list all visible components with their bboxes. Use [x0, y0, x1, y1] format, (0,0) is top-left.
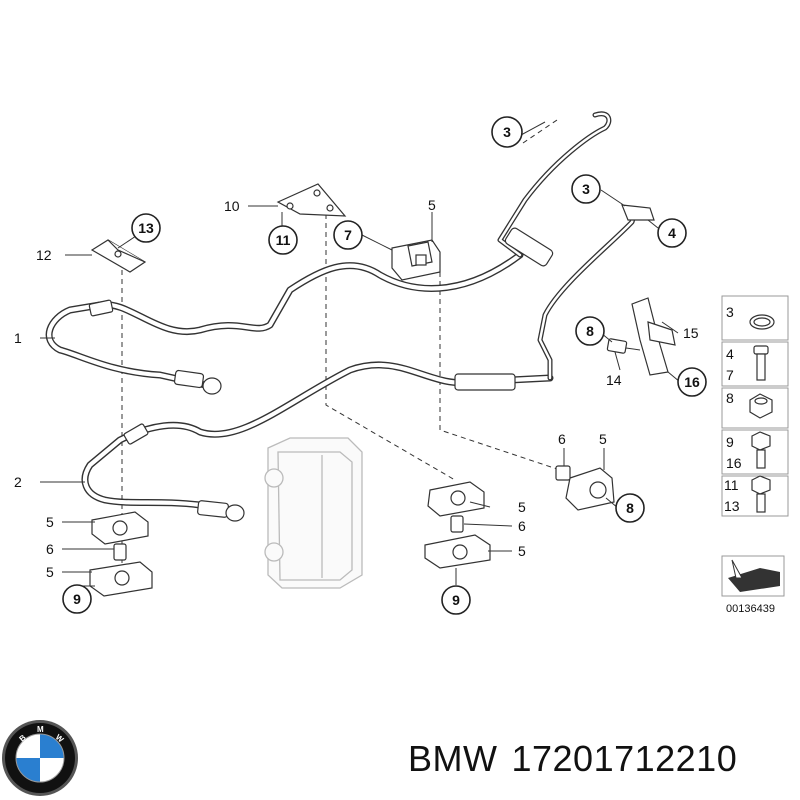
- callout-5-top: 5: [428, 197, 436, 213]
- callout-6-left: 6: [46, 541, 54, 557]
- svg-text:3: 3: [503, 124, 511, 140]
- callout-7: 7: [333, 220, 363, 250]
- diagram-code: 00136439: [726, 603, 775, 615]
- callout-3-mid: 3: [571, 174, 601, 204]
- callout-4: 4: [657, 218, 687, 248]
- svg-text:13: 13: [138, 220, 154, 236]
- callout-5-center-b: 5: [518, 543, 526, 559]
- callout-5-left-a: 5: [46, 514, 54, 530]
- hex-bolt-icon: [751, 475, 771, 513]
- text-callouts: 1 2 10 12 5 15 14 6 5 5 6 5 5 6 5: [14, 197, 699, 580]
- bolt-icon: [753, 345, 769, 381]
- clip-top: [391, 239, 441, 281]
- part-number: 17201712210: [511, 738, 738, 779]
- callout-12: 12: [36, 247, 52, 263]
- callout-16: 16: [677, 367, 707, 397]
- callout-3-top: 3: [491, 116, 523, 148]
- brand-part-number: BMW 17201712210: [408, 738, 751, 780]
- callout-15: 15: [683, 325, 699, 341]
- callout-9-left: 9: [62, 584, 92, 614]
- legend-label-8: 8: [726, 390, 734, 406]
- brand-name: BMW: [408, 738, 498, 779]
- legend-label-11: 11: [724, 477, 739, 493]
- legend-label-16: 16: [726, 455, 742, 471]
- callout-5-left-b: 5: [46, 564, 54, 580]
- parts-legend: 3 4 7 8 9 16 11 13: [721, 295, 789, 517]
- callout-1: 1: [14, 330, 22, 346]
- callout-6-center: 6: [518, 518, 526, 534]
- svg-text:B: B: [18, 733, 28, 744]
- hose-1: [45, 251, 524, 395]
- legend-label-9: 9: [726, 434, 734, 450]
- svg-text:3: 3: [582, 181, 590, 197]
- callout-2: 2: [14, 474, 22, 490]
- callout-8-upper: 8: [575, 316, 605, 346]
- legend-label-7: 7: [726, 367, 734, 383]
- callout-9-center: 9: [441, 585, 471, 615]
- pipe-3: [497, 111, 655, 381]
- clip-right: [555, 465, 615, 511]
- bracket-15: [606, 297, 676, 376]
- svg-text:9: 9: [73, 591, 81, 607]
- legend-label-13: 13: [724, 498, 740, 514]
- diagram-reference: 00136439: [721, 555, 785, 615]
- svg-text:7: 7: [344, 227, 352, 243]
- bmw-logo: B M W: [2, 720, 78, 796]
- svg-text:11: 11: [276, 232, 291, 248]
- callout-5-right: 5: [599, 431, 607, 447]
- svg-text:16: 16: [684, 374, 700, 390]
- circled-callouts: 13 11 7 3 3 4 8 16 8 9 9: [62, 116, 707, 615]
- callout-11: 11: [268, 225, 298, 255]
- svg-text:8: 8: [626, 500, 634, 516]
- svg-text:4: 4: [668, 225, 676, 241]
- bracket-12: [90, 239, 147, 273]
- clip-stack-center: [424, 481, 491, 569]
- bracket-10: [276, 183, 347, 217]
- callout-6-right: 6: [558, 431, 566, 447]
- nut-icon: [749, 393, 773, 419]
- svg-text:9: 9: [452, 592, 460, 608]
- hose-2: [81, 361, 554, 522]
- callout-13: 13: [131, 213, 161, 243]
- svg-text:W: W: [54, 733, 66, 745]
- clip-stack-left: [89, 511, 153, 597]
- legend-label-3: 3: [726, 304, 734, 320]
- callout-5-center-a: 5: [518, 499, 526, 515]
- flange-bolt-icon: [751, 431, 771, 469]
- callout-10: 10: [224, 198, 240, 214]
- callout-14: 14: [606, 372, 622, 388]
- callout-8-lower: 8: [615, 493, 645, 523]
- svg-text:M: M: [37, 725, 44, 734]
- leader-lines: [40, 121, 681, 587]
- legend-label-4: 4: [726, 346, 734, 362]
- oil-cooler-ghost: [264, 437, 363, 589]
- svg-text:8: 8: [586, 323, 594, 339]
